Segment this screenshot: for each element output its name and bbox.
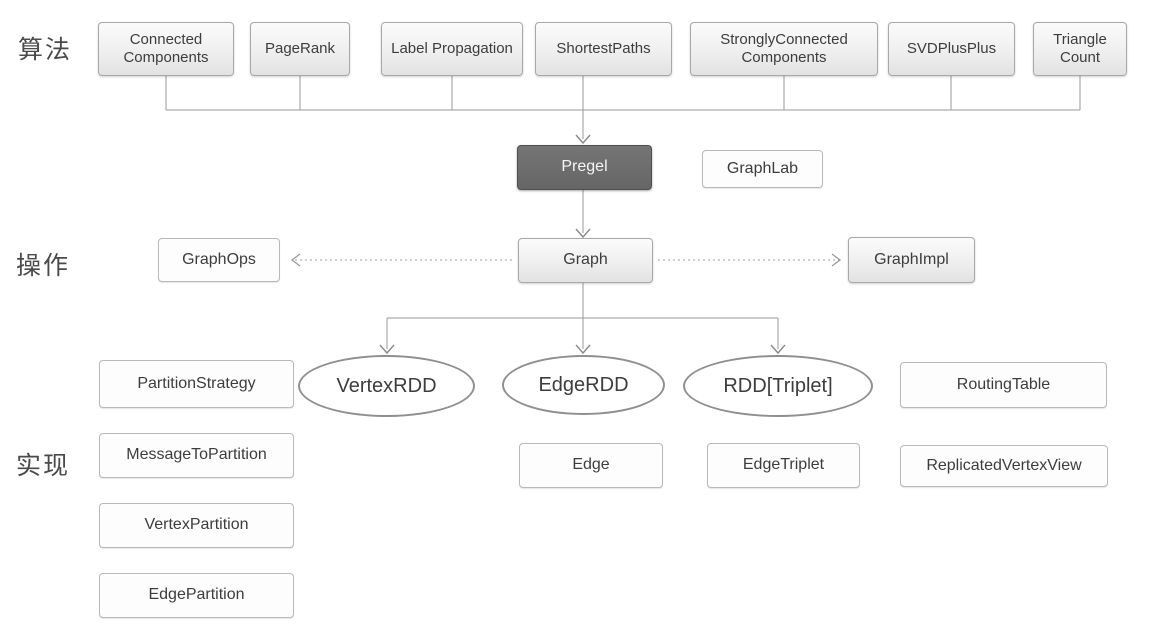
node-graphlab: GraphLab <box>702 150 823 188</box>
node-partition-strategy: PartitionStrategy <box>99 360 294 408</box>
node-vertexrdd: VertexRDD <box>298 355 475 417</box>
node-vertex-partition: VertexPartition <box>99 503 294 548</box>
node-rdd-triplet: RDD[Triplet] <box>683 355 873 417</box>
node-edgerdd: EdgeRDD <box>502 355 665 415</box>
node-label-propagation: Label Propagation <box>381 22 523 76</box>
node-shortest-paths: ShortestPaths <box>535 22 672 76</box>
node-routing-table: RoutingTable <box>900 362 1107 408</box>
node-message-to-partition: MessageToPartition <box>99 433 294 478</box>
row-label-operations: 操作 <box>16 251 71 280</box>
row-label-algorithms: 算法 <box>18 35 73 64</box>
node-triangle-count: Triangle Count <box>1033 22 1127 76</box>
arrowheads <box>379 134 786 355</box>
node-replicated-vertex-view: ReplicatedVertexView <box>900 445 1108 487</box>
node-strongly-connected-components: StronglyConnected Components <box>690 22 878 76</box>
node-pregel: Pregel <box>517 145 652 190</box>
node-graphimpl: GraphImpl <box>848 237 975 283</box>
node-edge: Edge <box>519 443 663 488</box>
node-edge-triplet: EdgeTriplet <box>707 443 860 488</box>
node-pagerank: PageRank <box>250 22 350 76</box>
node-svdplusplus: SVDPlusPlus <box>888 22 1015 76</box>
node-graph: Graph <box>518 238 653 283</box>
node-graphops: GraphOps <box>158 238 280 282</box>
node-edge-partition: EdgePartition <box>99 573 294 618</box>
row-label-implementation: 实现 <box>16 451 71 480</box>
node-connected-components: Connected Components <box>98 22 234 76</box>
